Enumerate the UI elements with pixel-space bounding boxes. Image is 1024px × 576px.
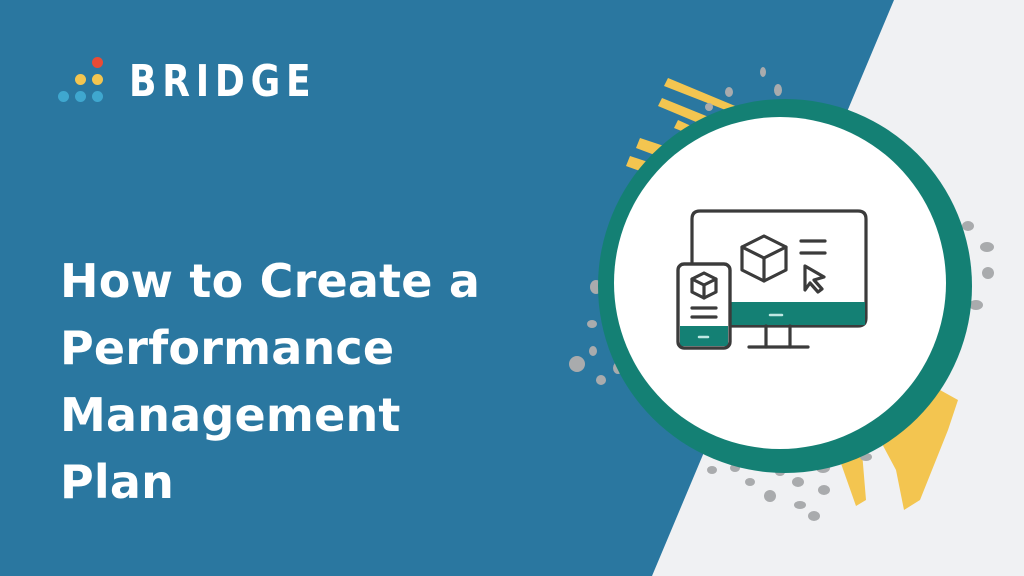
title-line-1: How to Create a: [60, 254, 481, 308]
grey-dots-decoration: [569, 67, 994, 521]
logo-dots-icon: [57, 57, 107, 107]
logo-wordmark: BRIDGE: [129, 56, 317, 107]
title-line-2: Performance: [60, 321, 395, 375]
title-line-3: Management: [60, 388, 401, 442]
devices-monitor-phone-icon: [676, 209, 868, 350]
page-title: How to Create a Performance Management P…: [60, 248, 480, 516]
bridge-logo: BRIDGE: [57, 57, 357, 107]
title-line-4: Plan: [60, 455, 175, 509]
white-disc: [614, 117, 946, 449]
